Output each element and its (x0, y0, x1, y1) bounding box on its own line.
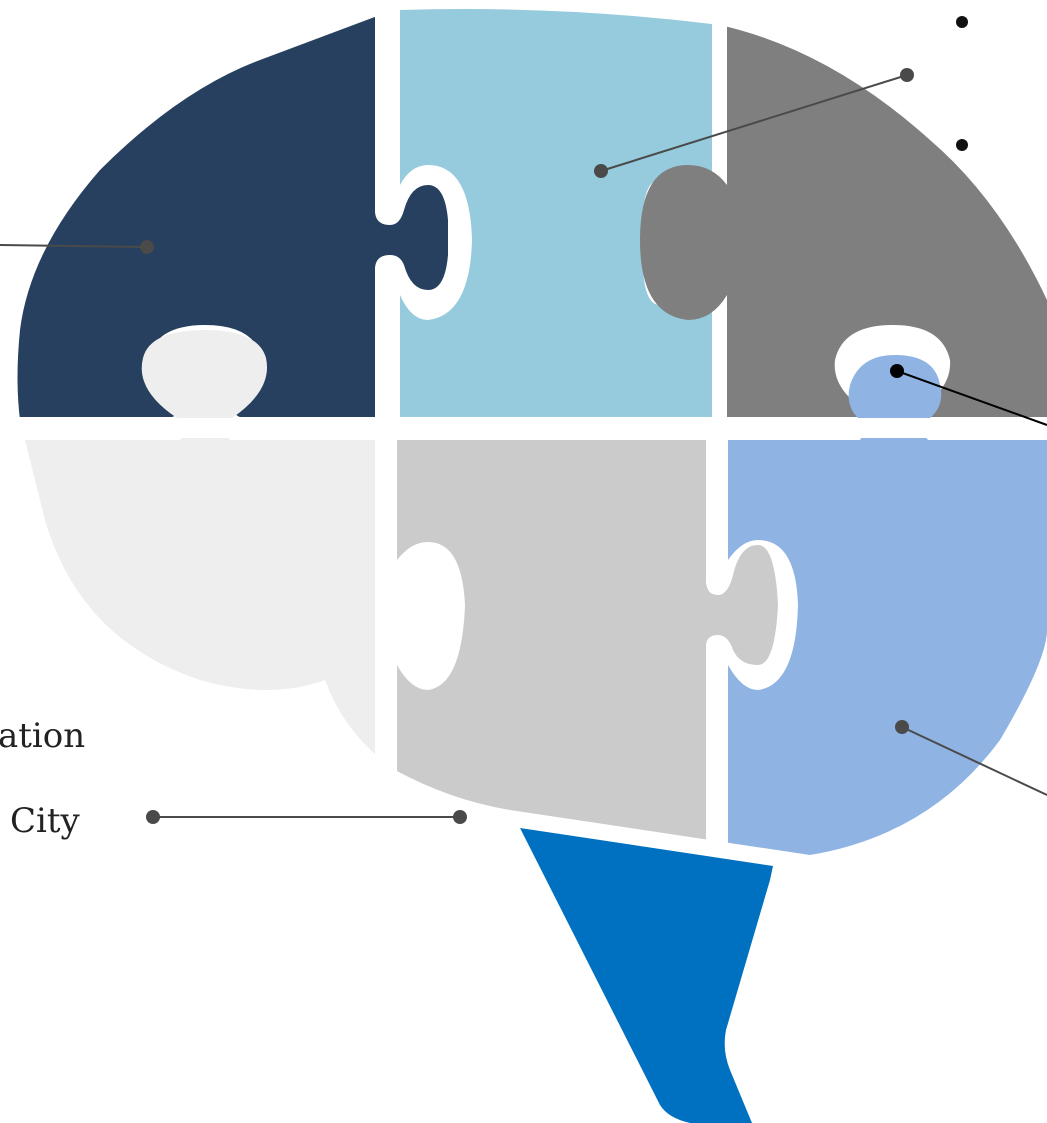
dot-city-right (453, 810, 467, 824)
dot-navy (140, 240, 154, 254)
stem (520, 828, 773, 1123)
dot-gray (890, 364, 904, 378)
dot-city-left (146, 810, 160, 824)
puzzle-piece-periwinkle (728, 355, 1047, 855)
connector-line-navy (0, 244, 148, 248)
puzzle-piece-light-blue (400, 9, 712, 417)
connectors (0, 74, 1047, 818)
connector-line-gray (896, 370, 1047, 426)
connector-dots (140, 16, 968, 824)
left-label-city: City (10, 801, 81, 841)
bullet-1 (956, 16, 968, 28)
dot-lightblue (594, 164, 608, 178)
dot-periwinkle (895, 720, 909, 734)
dot-lightblue-end (900, 68, 914, 82)
connector-line-lightblue (600, 74, 908, 172)
left-label-ation: ation (0, 716, 85, 756)
connector-line-periwinkle (901, 726, 1047, 796)
bullet-2 (956, 139, 968, 151)
puzzle-piece-mid-gray (397, 440, 778, 855)
